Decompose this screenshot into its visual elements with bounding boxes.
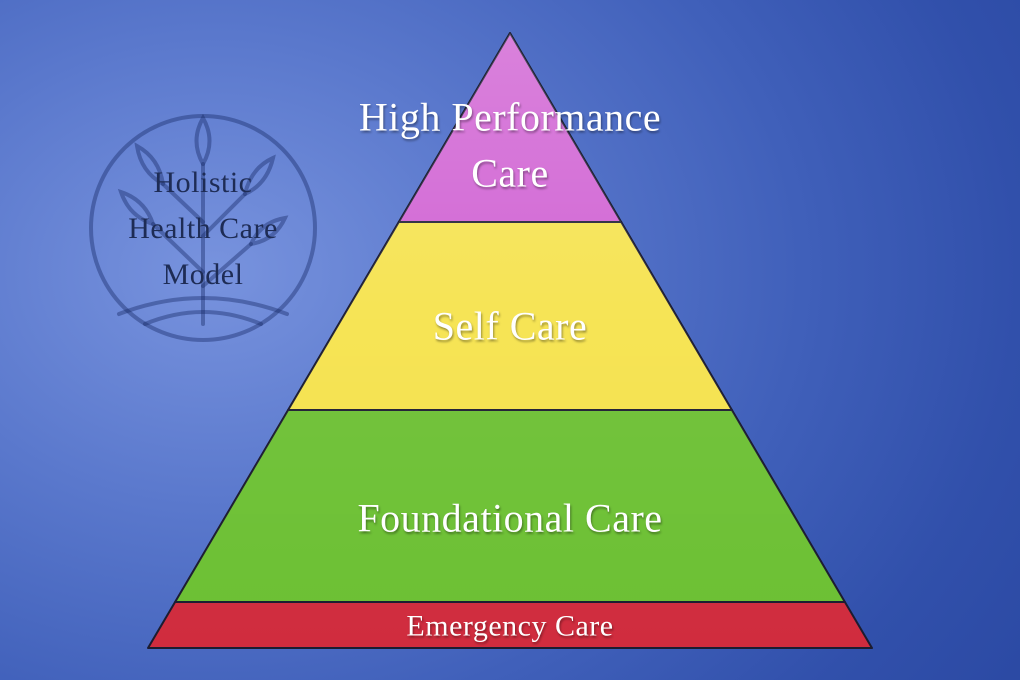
diagram-title-line1: Holistic [153, 166, 253, 199]
label-high-performance-line2: Care [471, 151, 549, 196]
diagram-title: Holistic Health Care Model [83, 160, 323, 298]
label-foundational-care: Foundational Care [357, 496, 662, 541]
diagram-title-line3: Model [162, 258, 244, 291]
label-emergency-care: Emergency Care [406, 610, 613, 643]
diagram-title-line2: Health Care [128, 212, 278, 245]
label-high-performance-line1: High Performance [359, 95, 661, 140]
label-self-care: Self Care [433, 304, 587, 349]
